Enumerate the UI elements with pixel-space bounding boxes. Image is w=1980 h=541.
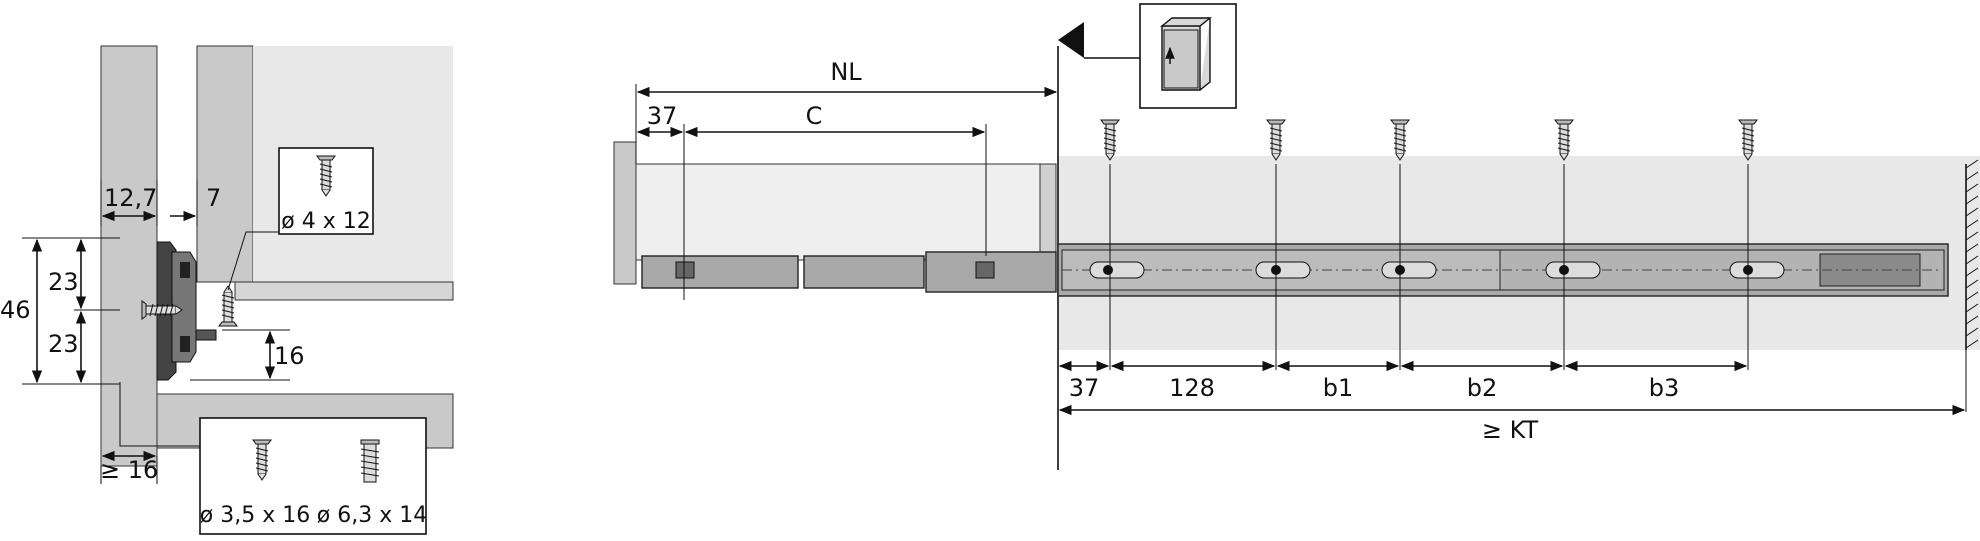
- side-view: NL 37 C 37 128 b1 b2 b3 ≥ KT: [613, 3, 1980, 470]
- view-direction-triangle: [1058, 22, 1084, 58]
- drawer-back: [1039, 163, 1057, 261]
- side-view-top-dimensions: [635, 84, 1058, 300]
- cabinet-view-icon: [1139, 3, 1237, 109]
- drawer-runner-middle: [803, 255, 925, 289]
- runner-clip-rear: [975, 261, 995, 279]
- dim-46-label: 46: [0, 296, 31, 324]
- dim-37-top-label: 37: [647, 102, 678, 130]
- euro-screw-icon: [360, 439, 380, 483]
- rear-wall: [1965, 159, 1979, 350]
- dim-23-bottom-label: 23: [48, 330, 79, 358]
- mounting-screw-4: [1554, 119, 1574, 161]
- side-view-bottom-dimensions: [1058, 360, 1966, 416]
- screw-spec-bottom-right-label: ø 6,3 x 14: [317, 503, 427, 528]
- screw-spec-box-top: ø 4 x 12: [278, 147, 374, 235]
- mounting-screw-2: [1266, 119, 1286, 161]
- dim-12-7-label: 12,7: [104, 184, 157, 212]
- mounting-screws: [1100, 119, 1758, 161]
- cabinet-side-panel: [100, 45, 158, 467]
- dim-C-label: C: [806, 102, 823, 130]
- cabinet-runner: [1057, 243, 1949, 297]
- drawer-side-panel: [196, 45, 254, 283]
- drawer-runner-front: [641, 255, 799, 289]
- mounting-screw-5: [1738, 119, 1758, 161]
- drawer-box: [635, 163, 1057, 261]
- drawer-front: [613, 141, 637, 285]
- drawer-bottom: [234, 281, 454, 301]
- dim-37-bottom-label: 37: [1069, 374, 1100, 402]
- dim-b1-label: b1: [1323, 374, 1354, 402]
- dim-16-label: 16: [274, 342, 305, 370]
- dim-b3-label: b3: [1649, 374, 1680, 402]
- screw-spec-bottom-left-label: ø 3,5 x 16: [200, 503, 310, 528]
- cross-section-view: 46 23 23 12,7 7 16 ≥ 16 ø 4 x 12 ø 3,5 x…: [0, 45, 454, 535]
- runner-clip-front: [675, 261, 695, 279]
- mounting-screw-3: [1390, 119, 1410, 161]
- dim-23-top-label: 23: [48, 268, 79, 296]
- dim-NL-label: NL: [830, 58, 862, 86]
- dim-7-label: 7: [206, 184, 221, 212]
- dim-min-16-label: ≥ 16: [100, 456, 158, 484]
- drawer-screw: [218, 285, 238, 327]
- cross-section-dimensions: [22, 180, 290, 484]
- dim-KT-label: ≥ KT: [1482, 416, 1539, 444]
- screw-spec-box-bottom: ø 3,5 x 16 ø 6,3 x 14: [199, 417, 427, 535]
- screw-spec-top-label: ø 4 x 12: [281, 209, 370, 234]
- dim-128-label: 128: [1169, 374, 1215, 402]
- screw-center-lines: [1109, 164, 1967, 412]
- dim-b2-label: b2: [1467, 374, 1498, 402]
- mounting-screw-1: [1100, 119, 1120, 161]
- runner-profile: [156, 241, 217, 381]
